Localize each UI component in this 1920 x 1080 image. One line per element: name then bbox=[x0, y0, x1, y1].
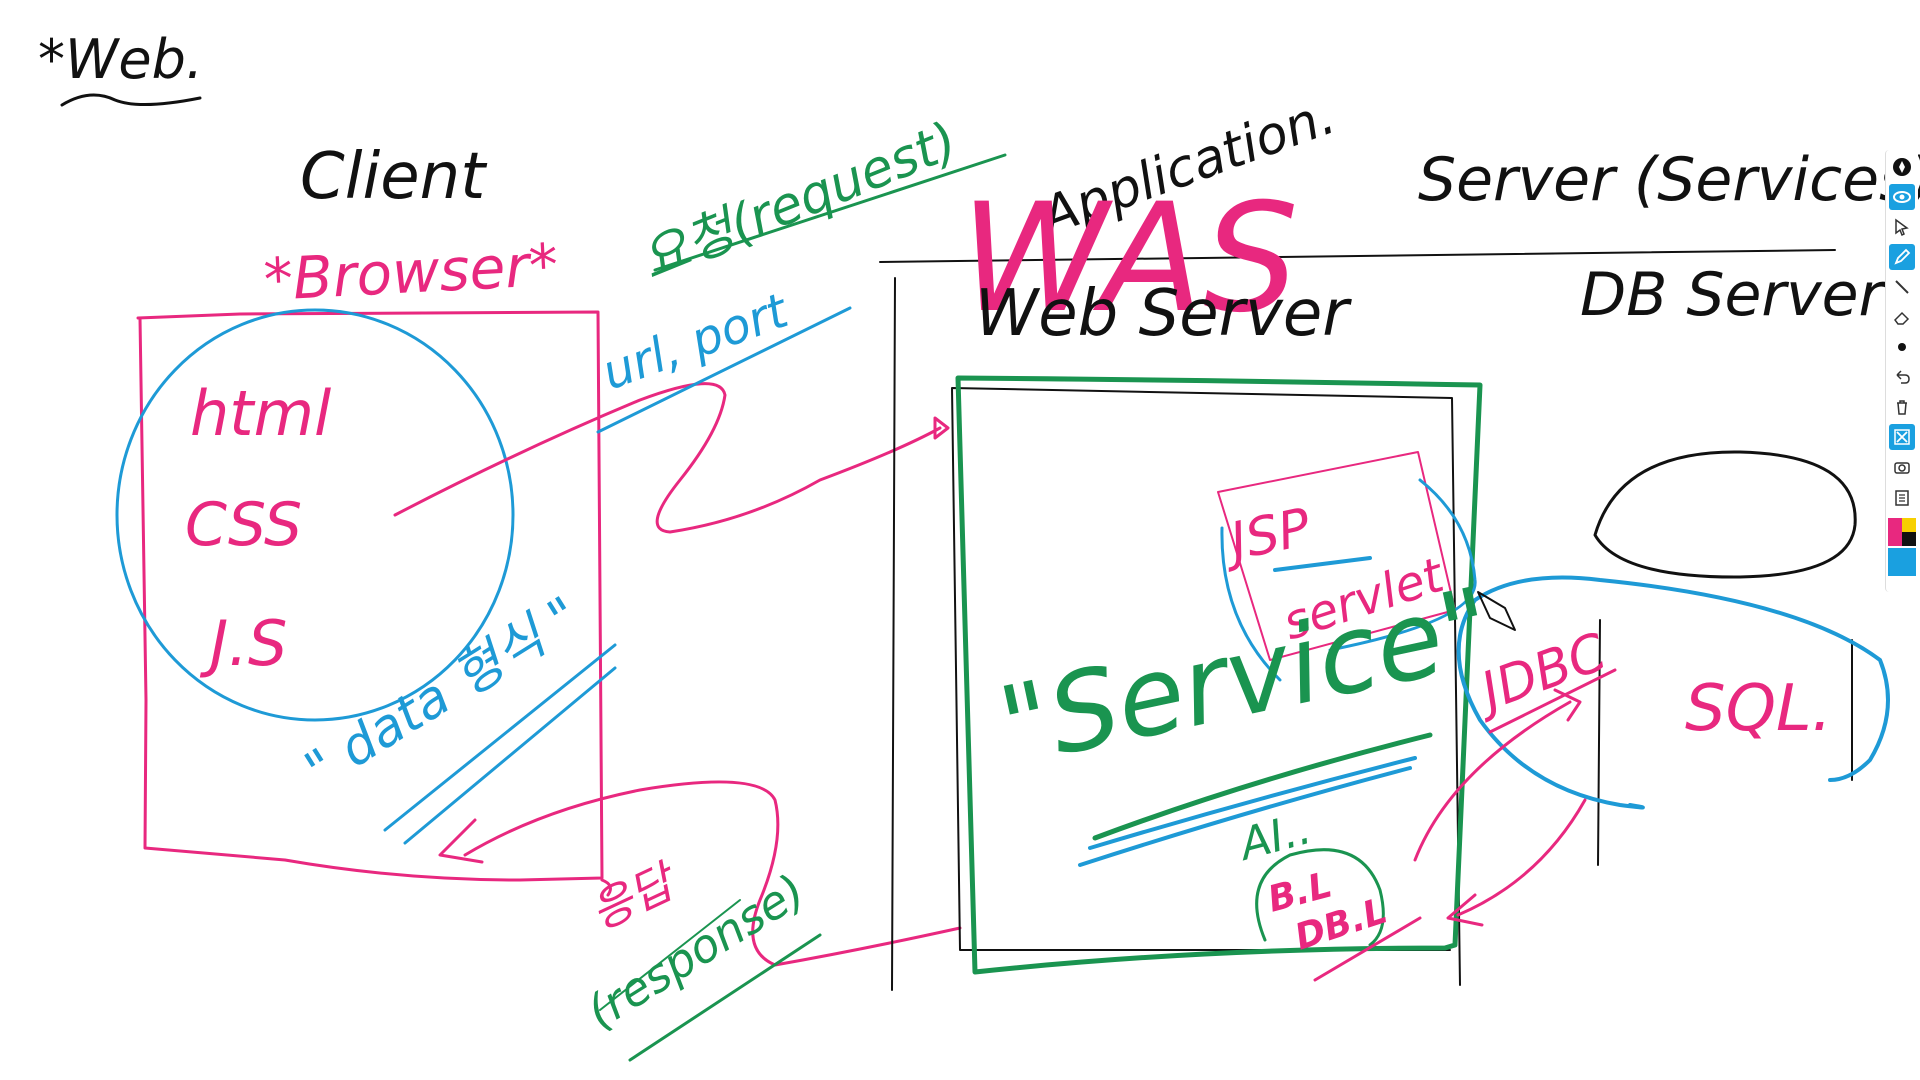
browser-ellipse bbox=[115, 308, 515, 722]
js-label: J.S bbox=[199, 607, 287, 680]
request-underline bbox=[653, 153, 1007, 272]
color-swatches bbox=[1888, 518, 1916, 546]
title-underline bbox=[60, 93, 202, 107]
service-box bbox=[955, 375, 1483, 975]
trash-icon[interactable] bbox=[1889, 394, 1915, 420]
service-label: "Service" bbox=[989, 565, 1503, 791]
jdbc-arrowhead-down bbox=[1446, 893, 1484, 927]
jdbc-arrow-down bbox=[1456, 798, 1587, 917]
logo-icon[interactable] bbox=[1889, 154, 1915, 180]
sql-label: SQL. bbox=[1685, 672, 1832, 746]
stylus-cursor bbox=[1477, 591, 1516, 631]
browser-box bbox=[136, 310, 604, 882]
was-label: WAS bbox=[960, 172, 1299, 346]
service-underline-blue-2 bbox=[1078, 766, 1412, 867]
web-server-label: Web Server bbox=[975, 277, 1352, 351]
response-small-circle bbox=[600, 878, 612, 897]
swatch-pink[interactable] bbox=[1888, 518, 1902, 532]
jdbc-underline bbox=[1488, 668, 1617, 734]
jdbc-loop bbox=[1456, 575, 1890, 810]
data-format-label: " data 형식 " bbox=[295, 586, 590, 801]
request-arrowhead bbox=[933, 416, 950, 440]
camera-icon[interactable] bbox=[1889, 454, 1915, 480]
db-server-label: DB Server bbox=[1580, 260, 1887, 330]
request-label: 요청(request) bbox=[632, 111, 965, 292]
jsp-label: JSP bbox=[1216, 497, 1316, 574]
service-underline-green bbox=[1092, 732, 1433, 841]
pen-icon[interactable] bbox=[1889, 244, 1915, 270]
line-icon[interactable] bbox=[1889, 274, 1915, 300]
swatch-pink-2[interactable] bbox=[1888, 532, 1902, 546]
eraser-icon[interactable] bbox=[1889, 304, 1915, 330]
undo-icon[interactable] bbox=[1889, 364, 1915, 390]
swatch-black[interactable] bbox=[1902, 532, 1916, 546]
jsp-bracket bbox=[1220, 526, 1282, 682]
title-label: *Web. bbox=[38, 28, 203, 91]
dot-icon[interactable] bbox=[1889, 334, 1915, 360]
swatch-yellow[interactable] bbox=[1902, 518, 1916, 532]
jdbc-arrow-up bbox=[1413, 700, 1572, 862]
response-kr-label: 응답 bbox=[582, 853, 687, 940]
data-underline-2 bbox=[403, 666, 617, 845]
service-underline-blue-1 bbox=[1088, 756, 1417, 850]
response-arrowhead bbox=[438, 818, 484, 864]
db-divider bbox=[1597, 619, 1601, 866]
clipboard-icon[interactable] bbox=[1889, 484, 1915, 510]
close-icon[interactable] bbox=[1889, 424, 1915, 450]
server-services-label: Server (Services) bbox=[1418, 145, 1920, 215]
url-underline bbox=[596, 306, 852, 434]
css-label: CSS bbox=[185, 490, 302, 560]
server-left-line bbox=[891, 277, 896, 991]
pointer-icon[interactable] bbox=[1889, 214, 1915, 240]
db-cylinder bbox=[1593, 450, 1857, 579]
request-arrow bbox=[393, 382, 942, 534]
html-label: html bbox=[190, 377, 331, 450]
servlet-arc bbox=[1328, 478, 1477, 652]
response-arrow bbox=[463, 780, 962, 967]
client-label: Client bbox=[300, 140, 488, 214]
response-underline-2 bbox=[599, 899, 741, 1011]
data-underline-1 bbox=[383, 643, 617, 832]
drawing-toolbar bbox=[1885, 150, 1918, 592]
dbl-underline bbox=[1313, 916, 1422, 982]
response-underline bbox=[628, 933, 822, 1062]
server-top-line bbox=[879, 249, 1836, 263]
jsp-underline bbox=[1273, 556, 1372, 572]
swatch-blue[interactable] bbox=[1888, 548, 1916, 576]
bl-circle bbox=[1255, 848, 1385, 947]
eye-icon[interactable] bbox=[1889, 184, 1915, 210]
browser-label: *Browser* bbox=[262, 231, 559, 314]
